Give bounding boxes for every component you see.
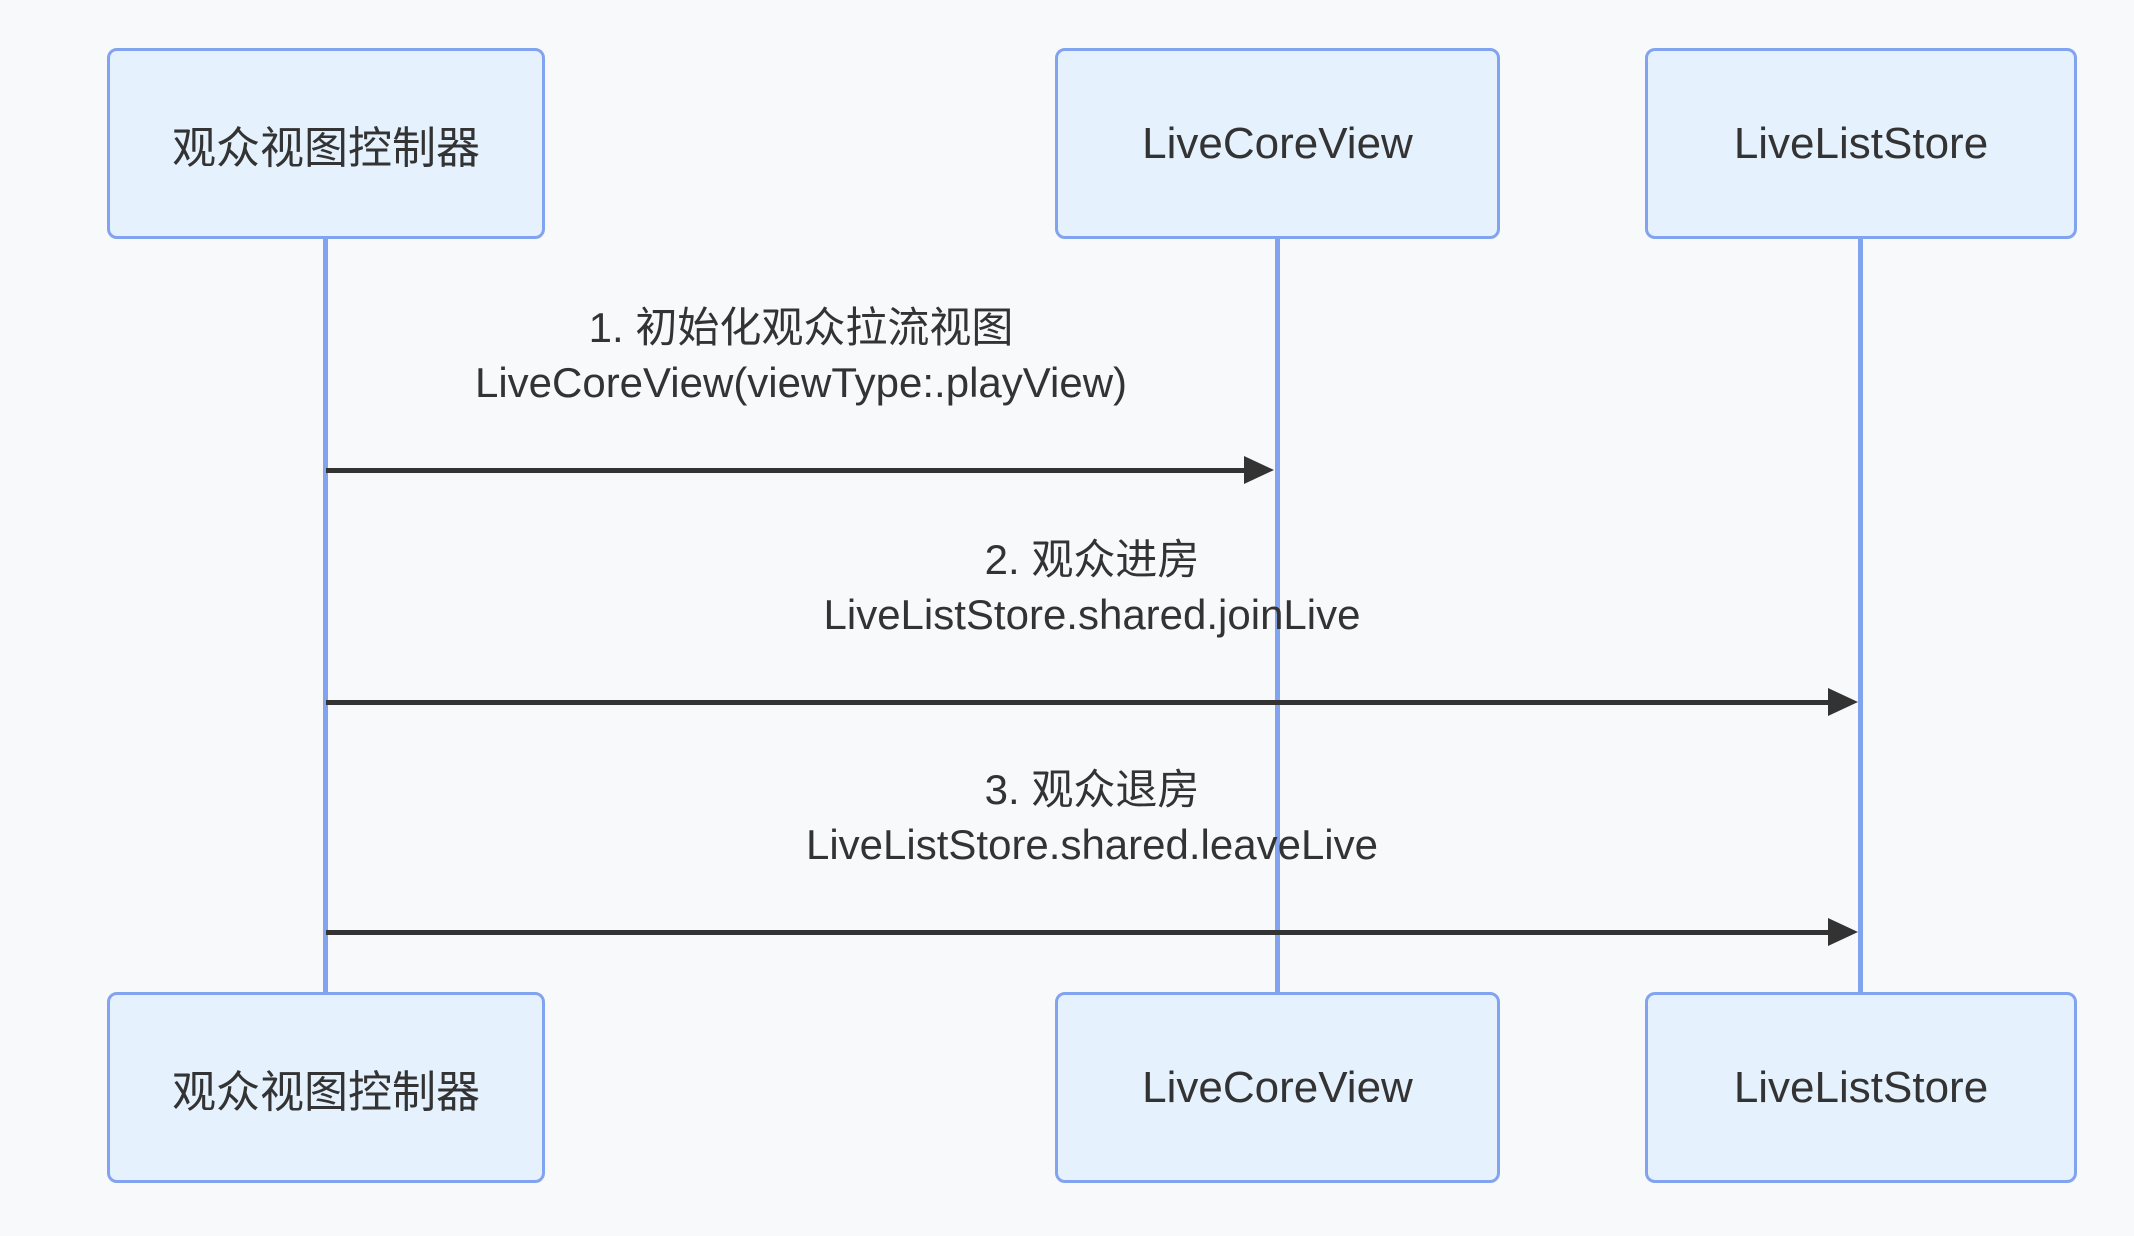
participant-label: LiveCoreView <box>1142 118 1413 168</box>
message-text-1: 1. 初始化观众拉流视图 LiveCoreView(viewType:.play… <box>475 300 1127 410</box>
lifeline-viewer-view-controller <box>323 236 328 994</box>
message-text-2: 2. 观众进房 LiveListStore.shared.joinLive <box>824 532 1361 642</box>
participant-top-viewer-view-controller: 观众视图控制器 <box>107 48 545 239</box>
lifeline-live-core-view <box>1275 236 1280 994</box>
participant-top-live-core-view: LiveCoreView <box>1055 48 1500 239</box>
participant-bottom-live-list-store: LiveListStore <box>1645 992 2077 1183</box>
message-arrow-1 <box>326 456 1274 484</box>
participant-label: LiveListStore <box>1733 1062 1989 1112</box>
participant-top-live-list-store: LiveListStore <box>1645 48 2077 239</box>
message-text-3: 3. 观众退房 LiveListStore.shared.leaveLive <box>806 762 1378 872</box>
participant-bottom-viewer-view-controller: 观众视图控制器 <box>107 992 545 1183</box>
message-1-line2: LiveCoreView(viewType:.playView) <box>474 359 1128 406</box>
arrow-shaft <box>326 467 1250 473</box>
arrowhead-icon <box>1828 918 1858 946</box>
message-arrow-3 <box>326 918 1858 946</box>
participant-label: LiveCoreView <box>1142 1062 1413 1112</box>
participant-label: LiveListStore <box>1733 118 1989 168</box>
message-3-line1: 3. 观众退房 <box>984 766 1200 813</box>
arrow-shaft <box>326 929 1834 935</box>
message-1-line1: 1. 初始化观众拉流视图 <box>588 304 1014 351</box>
message-2-line2: LiveListStore.shared.joinLive <box>823 591 1361 638</box>
arrow-shaft <box>326 699 1834 705</box>
arrowhead-icon <box>1828 688 1858 716</box>
arrowhead-icon <box>1244 456 1274 484</box>
message-3-line2: LiveListStore.shared.leaveLive <box>805 821 1379 868</box>
participant-bottom-live-core-view: LiveCoreView <box>1055 992 1500 1183</box>
lifeline-live-list-store <box>1858 236 1863 994</box>
message-2-line1: 2. 观众进房 <box>984 536 1200 583</box>
participant-label: 观众视图控制器 <box>172 1067 480 1117</box>
participant-label: 观众视图控制器 <box>172 123 480 173</box>
message-arrow-2 <box>326 688 1858 716</box>
